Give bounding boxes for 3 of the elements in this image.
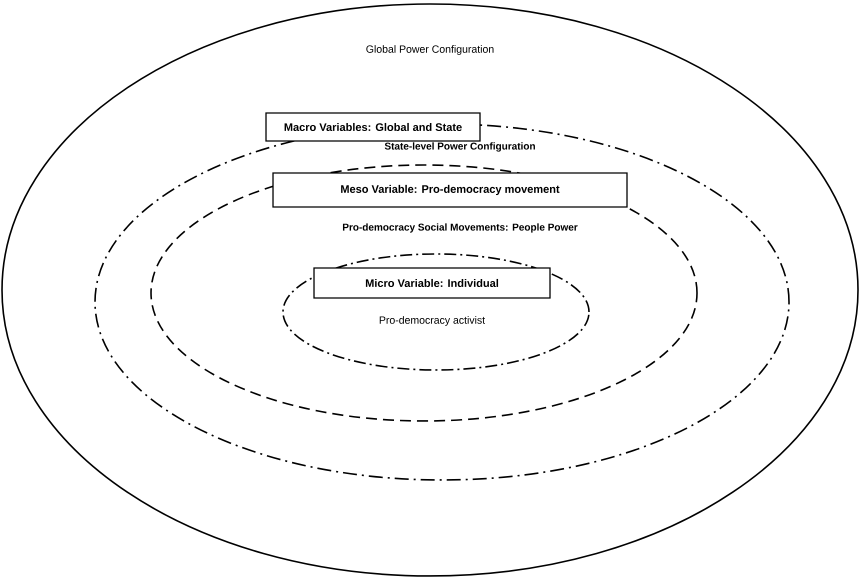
- label-box: Micro Variable: Individual: [313, 267, 551, 299]
- label-box: Macro Variables: Global and State: [265, 112, 481, 142]
- label-box: Meso Variable: Pro-democracy movement: [272, 172, 628, 208]
